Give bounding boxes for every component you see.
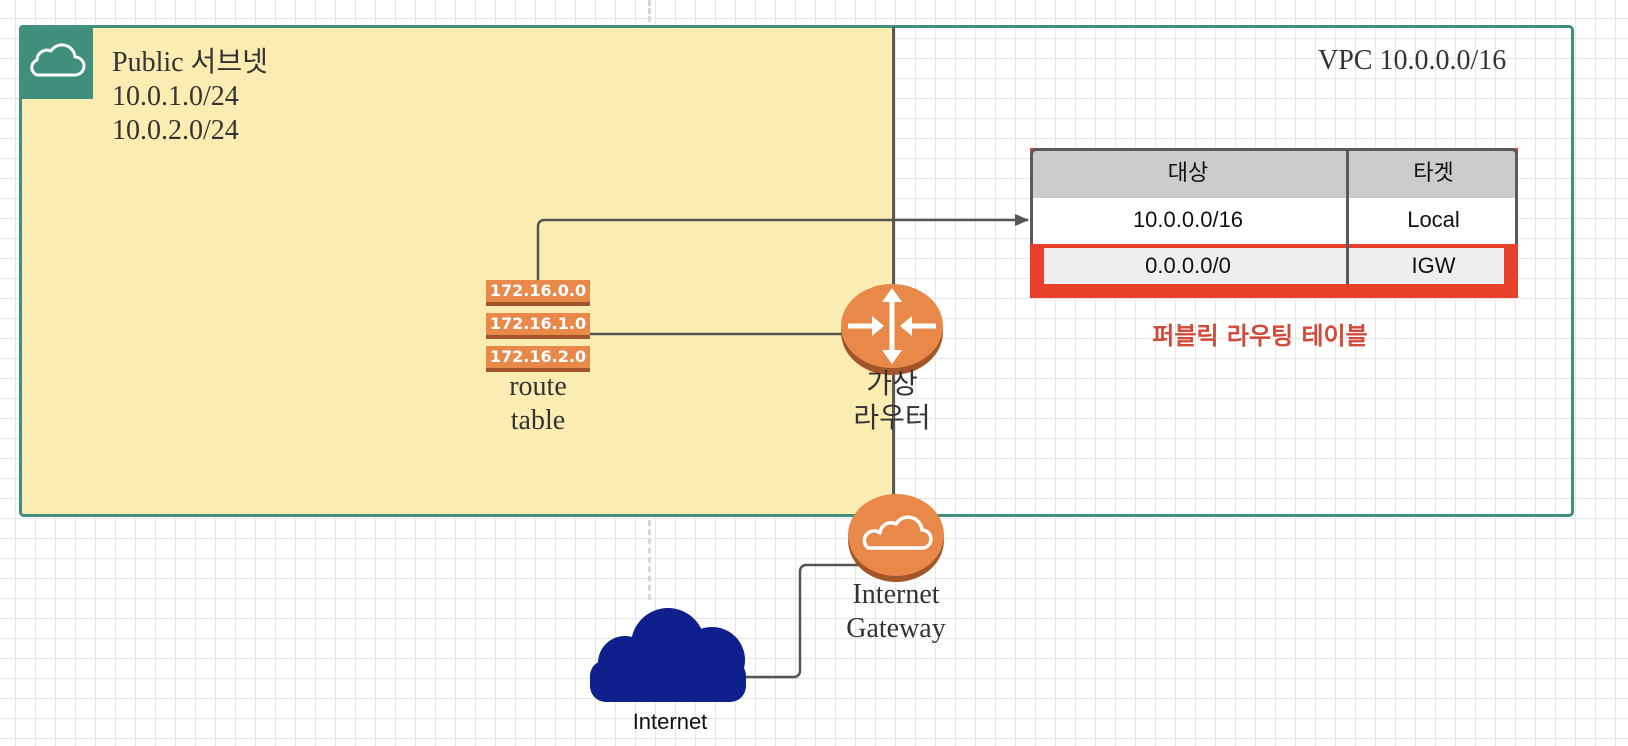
internet-to-gateway-line [745, 563, 858, 679]
guide-line-bottom [648, 520, 651, 600]
routing-table: 대상 타겟 10.0.0.0/16 Local 0.0.0.0/0 IGW [1030, 148, 1518, 298]
routing-table-cell: Local [1407, 207, 1460, 232]
public-subnet-container [19, 25, 895, 517]
gateway-label-line2: Gateway [846, 613, 946, 644]
internet-label: Internet [632, 709, 708, 734]
route-table-label: route table [488, 370, 588, 438]
route-table-row: 172.16.1.0 [486, 313, 590, 339]
subnet-title: Public 서브넷 [112, 47, 268, 78]
subnet-cidr-2: 10.0.2.0/24 [112, 115, 239, 146]
route-table-label-line1: route [509, 371, 567, 402]
vpc-label: VPC 10.0.0.0/16 [1318, 45, 1507, 76]
routing-table-row-bg [1030, 198, 1518, 244]
routing-table-cell: IGW [1411, 253, 1456, 278]
cloud-icon [30, 43, 86, 77]
routing-table-divider [1346, 148, 1349, 284]
router-label-line1: 가상 [866, 369, 918, 400]
route-table-row: 172.16.2.0 [486, 346, 590, 372]
route-table-row: 172.16.0.0 [486, 280, 590, 306]
guide-line-top [648, 0, 651, 22]
route-table-to-routing-table-arrow [536, 214, 1029, 280]
gateway-label: Internet Gateway [836, 578, 956, 646]
router-label-line2: 라우터 [853, 403, 931, 434]
subnet-text: Public 서브넷 10.0.1.0/24 10.0.2.0/24 [112, 46, 268, 148]
routing-table-header: 대상 [1167, 160, 1209, 185]
routing-table-header-bg [1030, 148, 1518, 198]
routing-table-header: 타겟 [1413, 160, 1454, 185]
router-label: 가상 라우터 [832, 368, 952, 436]
gateway-label-line1: Internet [852, 579, 940, 610]
routing-table-row-bg [1044, 248, 1504, 284]
route-table-label-line2: table [510, 405, 566, 436]
routing-table-cell: 10.0.0.0/16 [1132, 207, 1244, 232]
subnet-cidr-1: 10.0.1.0/24 [112, 81, 239, 112]
subnet-badge [19, 25, 93, 99]
routing-table-caption: 퍼블릭 라우팅 테이블 [1152, 322, 1368, 350]
routing-table-cell: 0.0.0.0/0 [1145, 253, 1231, 278]
